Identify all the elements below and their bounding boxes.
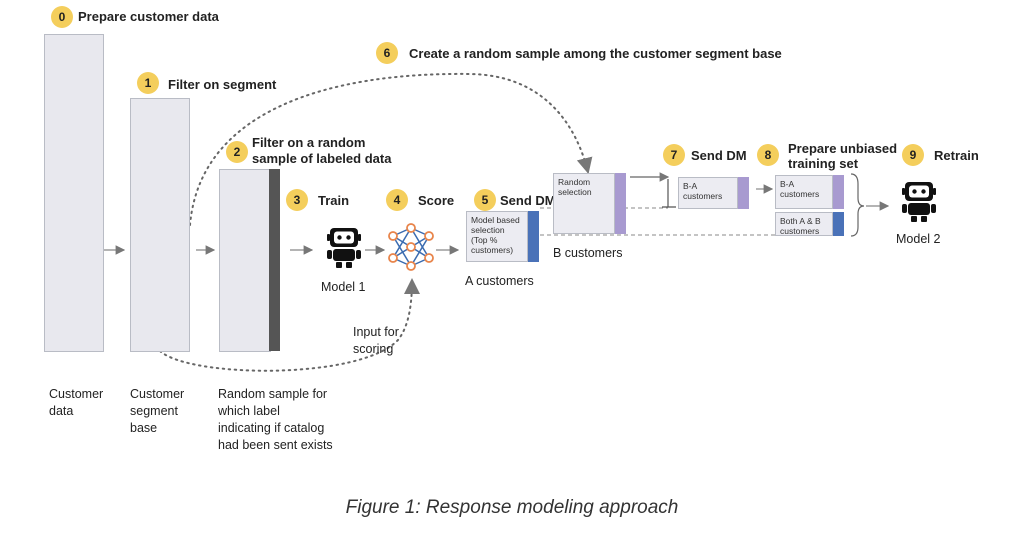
ba-customers-bar [738,177,749,209]
customer-data-column [44,34,104,352]
box-line: B-A [780,179,795,189]
step-title-8b: training set [788,156,859,171]
difference-bracket [662,179,676,208]
step-title-9: Retrain [934,148,979,163]
caption-line: Customer [130,387,185,401]
step-badge-3: 3 [286,189,308,211]
training-ba-box: B-A customers [775,175,833,209]
box-line: customers [683,191,723,201]
box-line: customers) [471,245,514,255]
neural-network-icon [388,223,434,271]
caption-random-sample: Random sample for which label indicating… [218,386,333,454]
step-title-7: Send DM [691,148,747,163]
caption-input-scoring: Input for scoring [353,324,399,358]
step-badge-6: 6 [376,42,398,64]
step-title-3: Train [318,193,350,208]
box-line: B-A [683,181,698,191]
box-line: (Top % [471,235,498,245]
step-badge-0: 0 [51,6,73,28]
caption-model2: Model 2 [896,232,941,246]
robot-model1-icon [327,228,361,268]
step-title-0: Prepare customer data [78,9,219,24]
robot-model2-icon [902,182,936,222]
step-title-1: Filter on segment [168,77,277,92]
caption-line: indicating if catalog [218,421,325,435]
random-selection-box: Random selection [553,173,615,234]
ba-customers-box: B-A customers [678,177,738,209]
box-line: customers [780,226,820,236]
step-badge-8: 8 [757,144,779,166]
step-title-5: Send DM [500,193,556,208]
step-badge-7: 7 [663,144,685,166]
random-sample-column [219,169,271,352]
dotted-curve-random-sample [189,72,593,226]
caption-line: Random sample for [218,387,328,401]
box-line: Model based [471,215,520,225]
caption-segment-base: Customer segment base [130,386,184,437]
customer-segment-column [130,98,190,352]
b-customers-bar [615,173,626,234]
training-ba-bar [833,175,844,209]
labeled-data-bar [269,169,280,351]
figure-caption: Figure 1: Response modeling approach [345,497,679,518]
caption-model1: Model 1 [321,280,366,294]
step-badge-9: 9 [902,144,924,166]
step-badge-1: 1 [137,72,159,94]
training-both-box: Both A & B customers [775,212,833,236]
box-line: Both A & B [780,216,821,226]
caption-line: base [130,421,158,435]
step-title-2a: Filter on a random [252,135,366,150]
caption-customer-data: Customer data [49,386,103,420]
caption-line: segment [130,404,178,418]
caption-line: which label [218,404,280,418]
model-based-selection-box: Model based selection (Top % customers) [466,211,528,262]
caption-b-customers: B customers [553,246,623,260]
a-customers-bar [528,211,539,262]
box-line: customers [780,189,820,199]
caption-line: had been sent exists [218,438,333,452]
step-title-4: Score [418,193,455,208]
training-set-brace [850,173,865,237]
step-title-8a: Prepare unbiased [788,141,898,156]
caption-a-customers: A customers [465,274,534,288]
step-badge-5: 5 [474,189,496,211]
dotted-curve-input-scoring [159,278,420,372]
caption-line: Customer [49,387,104,401]
caption-line: data [49,404,74,418]
step-title-6: Create a random sample among the custome… [409,46,782,61]
step-badge-2: 2 [226,141,248,163]
caption-line: Input for [353,325,399,339]
training-both-bar [833,212,844,236]
step-title-2b: sample of labeled data [252,151,392,166]
step-badge-4: 4 [386,189,408,211]
box-line: selection [471,225,505,235]
caption-line: scoring [353,342,394,356]
box-line: Random [558,177,591,187]
box-line: selection [558,187,592,197]
